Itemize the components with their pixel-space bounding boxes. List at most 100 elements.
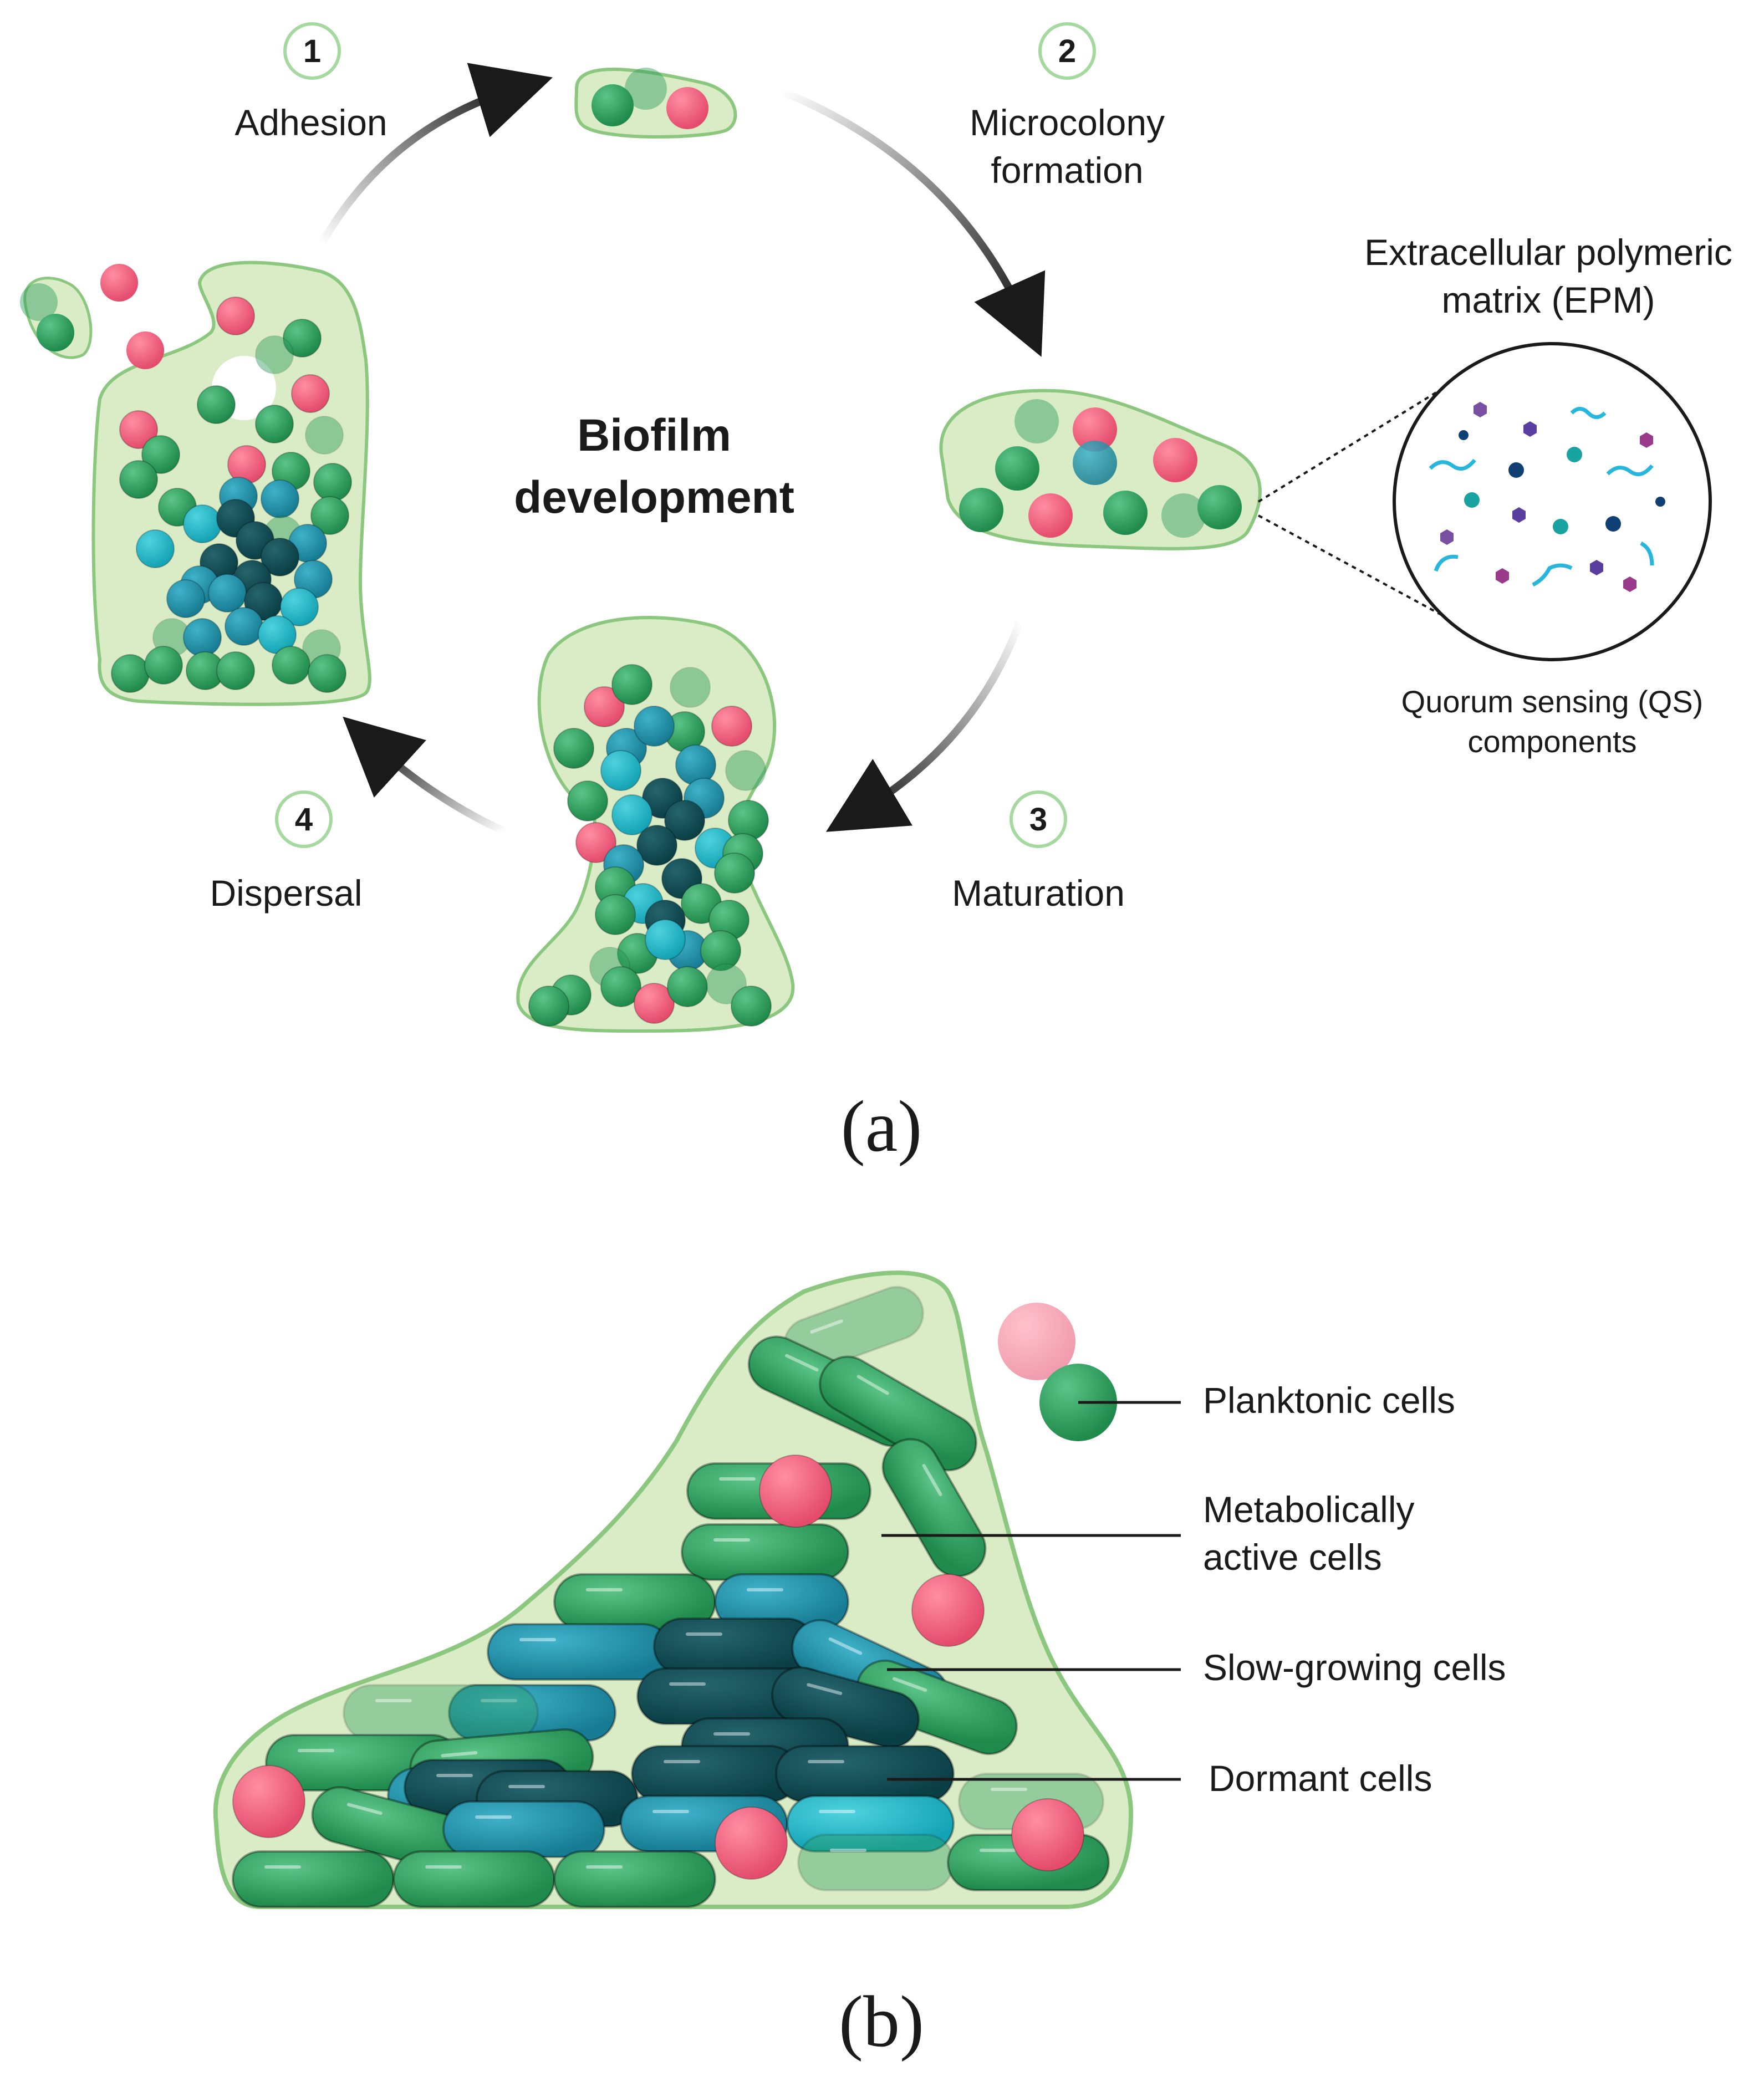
- arrow-adhesion: [318, 63, 553, 246]
- maturation-cell: [634, 706, 675, 747]
- cell-rod: [856, 1659, 1018, 1756]
- maturation-cell: [600, 750, 641, 791]
- dispersal-cell: [166, 579, 205, 618]
- maturation-cell: [731, 986, 772, 1027]
- cell-rod: [442, 1800, 605, 1858]
- maturation-cell: [575, 822, 616, 863]
- legend-dormant: Dormant cells: [1209, 1758, 1432, 1799]
- maturation-cell: [700, 930, 741, 971]
- dispersal-cell: [208, 574, 247, 613]
- microcolony-cluster: [939, 389, 1262, 550]
- legend-leader-lines: [881, 1401, 1181, 1781]
- maturation-cell: [611, 794, 652, 835]
- dispersal-cell: [305, 416, 344, 455]
- dispersal-cell: [216, 651, 255, 690]
- dispersal-cell: [255, 335, 294, 374]
- maturation-cell: [528, 986, 569, 1027]
- cell-rod: [775, 1745, 955, 1803]
- cell-rod: [553, 1850, 716, 1908]
- dispersal-cell: [119, 460, 158, 499]
- center-title: Biofilm development: [514, 410, 794, 523]
- dispersal-cell: [216, 297, 255, 335]
- epm-zoom: [1257, 342, 1712, 661]
- dispersal-cell: [280, 588, 319, 626]
- stage-1-badge: 1: [283, 22, 341, 80]
- cell-rod: [653, 1617, 816, 1675]
- dispersal-cell: [141, 435, 180, 474]
- maturation-cell: [714, 853, 755, 894]
- dispersal-cell: [119, 410, 158, 449]
- maturation-cell: [664, 800, 705, 841]
- legend-active: Metabolically active cells: [1203, 1489, 1415, 1578]
- stage-3-badge: 3: [1010, 790, 1067, 848]
- stage-2-label: Microcolony formation: [969, 102, 1165, 191]
- arrow-dispersal: [343, 716, 506, 835]
- cell-rod: [797, 1834, 955, 1891]
- legend-planktonic: Planktonic cells: [1203, 1380, 1455, 1421]
- dispersal-cell: [197, 385, 236, 424]
- stage-1-label: Adhesion: [234, 102, 388, 143]
- maturation-cell: [553, 728, 594, 769]
- legend-slow: Slow-growing cells: [1203, 1647, 1506, 1688]
- biofilm-cross-section: [213, 1270, 1134, 1909]
- stage-2-number: 2: [1058, 33, 1077, 69]
- cell-rod: [783, 1285, 925, 1372]
- pink-cell: [715, 1807, 788, 1880]
- cell-rod: [681, 1523, 849, 1581]
- dispersal-cell: [255, 405, 294, 443]
- maturation-cell: [636, 825, 677, 866]
- cell-rod: [343, 1684, 539, 1742]
- dispersal-cell: [261, 538, 299, 576]
- cell-rod: [786, 1795, 955, 1853]
- adhesion-cluster: [574, 68, 737, 139]
- maturation-cell: [595, 894, 636, 935]
- dispersal-cell: [183, 618, 222, 657]
- dispersal-cell: [183, 504, 222, 543]
- stage-4-badge: 4: [275, 790, 333, 848]
- cell-rod: [819, 1355, 977, 1472]
- pink-cell: [911, 1574, 985, 1647]
- pink-cell: [232, 1765, 305, 1838]
- stage-4-label: Dispersal: [210, 872, 363, 914]
- dispersal-cell: [136, 529, 175, 568]
- dispersal-cell: [310, 496, 349, 535]
- pink-cell: [759, 1455, 832, 1528]
- dispersal-cell: [308, 654, 346, 693]
- dispersal-cell: [261, 479, 299, 518]
- maturation-cell: [600, 966, 641, 1007]
- dispersal-cell: [111, 654, 150, 693]
- maturation-cell: [611, 664, 652, 705]
- dispersal-cluster: [20, 261, 371, 706]
- dispersal-cell: [225, 607, 263, 646]
- cell-rod: [487, 1623, 672, 1681]
- qs-label: Quorum sensing (QS) components: [1401, 684, 1704, 759]
- stage-2-badge: 2: [1038, 22, 1096, 80]
- maturation-cluster: [516, 616, 795, 1033]
- dispersal-cell: [144, 646, 183, 685]
- maturation-cell: [711, 706, 752, 747]
- maturation-cell: [567, 780, 608, 821]
- maturation-cell: [645, 919, 686, 960]
- maturation-cell: [725, 750, 766, 791]
- panel-a-label: (a): [840, 1085, 922, 1167]
- maturation-cell: [667, 966, 708, 1007]
- cell-rod: [232, 1850, 395, 1908]
- stage-4-number: 4: [294, 801, 313, 838]
- maturation-cell: [634, 983, 675, 1024]
- cell-rod: [881, 1438, 987, 1578]
- epm-label: Extracellular polymeric matrix (EPM): [1364, 232, 1732, 320]
- arrow-microcolony: [780, 88, 1046, 357]
- dispersal-cell: [313, 463, 352, 502]
- cell-rod: [631, 1745, 799, 1803]
- panel-b-label: (b): [839, 1981, 924, 2062]
- arrow-maturation: [825, 619, 1024, 832]
- dispersal-cell: [272, 646, 310, 685]
- stage-1-number: 1: [303, 33, 322, 69]
- dispersal-cell: [283, 319, 322, 358]
- cell-rod: [392, 1850, 555, 1908]
- dispersal-cell: [291, 374, 330, 413]
- stage-3-label: Maturation: [952, 872, 1125, 914]
- pink-cell: [1011, 1798, 1084, 1871]
